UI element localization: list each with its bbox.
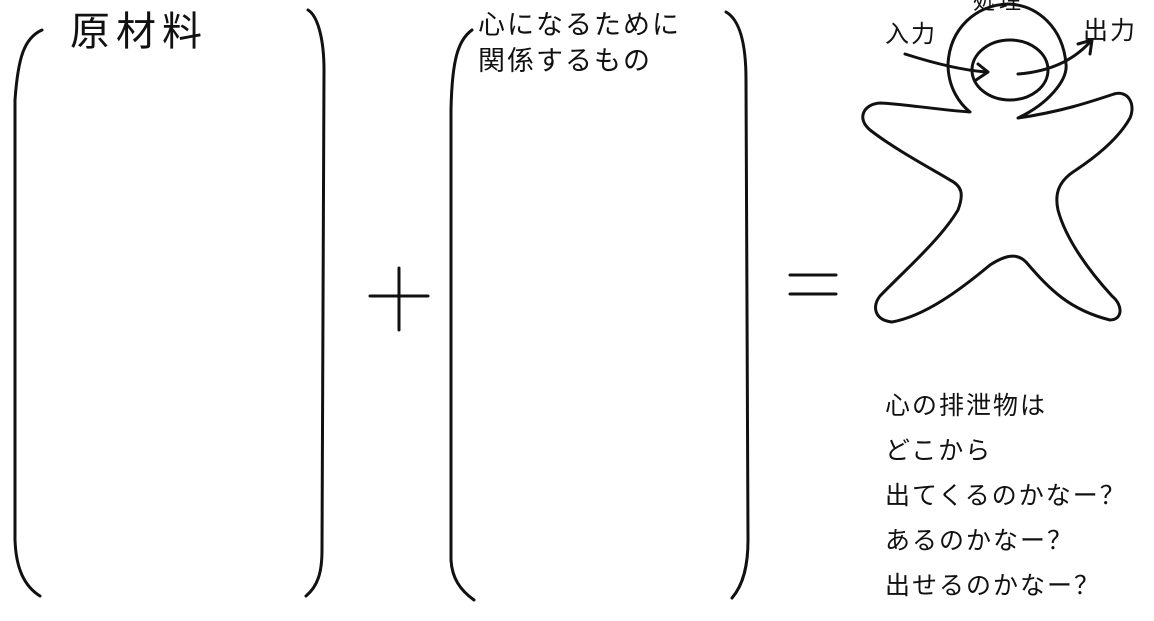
raw-materials-label: 原材料 xyxy=(70,9,208,55)
input-arrow-icon xyxy=(903,52,988,74)
output-arrow-icon xyxy=(1016,40,1092,76)
left-close-bracket xyxy=(304,8,326,598)
related-to-mind-label: 心になるために 関係するもの xyxy=(478,10,681,78)
question-line: 心の排泄物は xyxy=(885,391,1048,420)
question-line: あるのかなー？ xyxy=(885,526,1075,555)
question-note: 心の排泄物は どこから 出てくるのかなー？ あるのかなー？ 出せるのかなー？ xyxy=(885,383,1153,608)
output-label: 出力 xyxy=(1083,16,1138,45)
question-line: どこから xyxy=(885,436,993,465)
left-open-bracket xyxy=(13,28,44,598)
question-line: 出せるのかなー？ xyxy=(885,571,1102,600)
input-label: 入力 xyxy=(885,20,937,48)
plus-sign xyxy=(368,266,430,332)
question-line: 出てくるのかなー？ xyxy=(885,481,1127,510)
equals-sign xyxy=(788,273,838,296)
process-label: 処理 xyxy=(973,0,1026,15)
middle-open-bracket xyxy=(449,28,476,602)
middle-close-bracket xyxy=(724,10,750,600)
mind-figure-outline xyxy=(861,2,1134,324)
